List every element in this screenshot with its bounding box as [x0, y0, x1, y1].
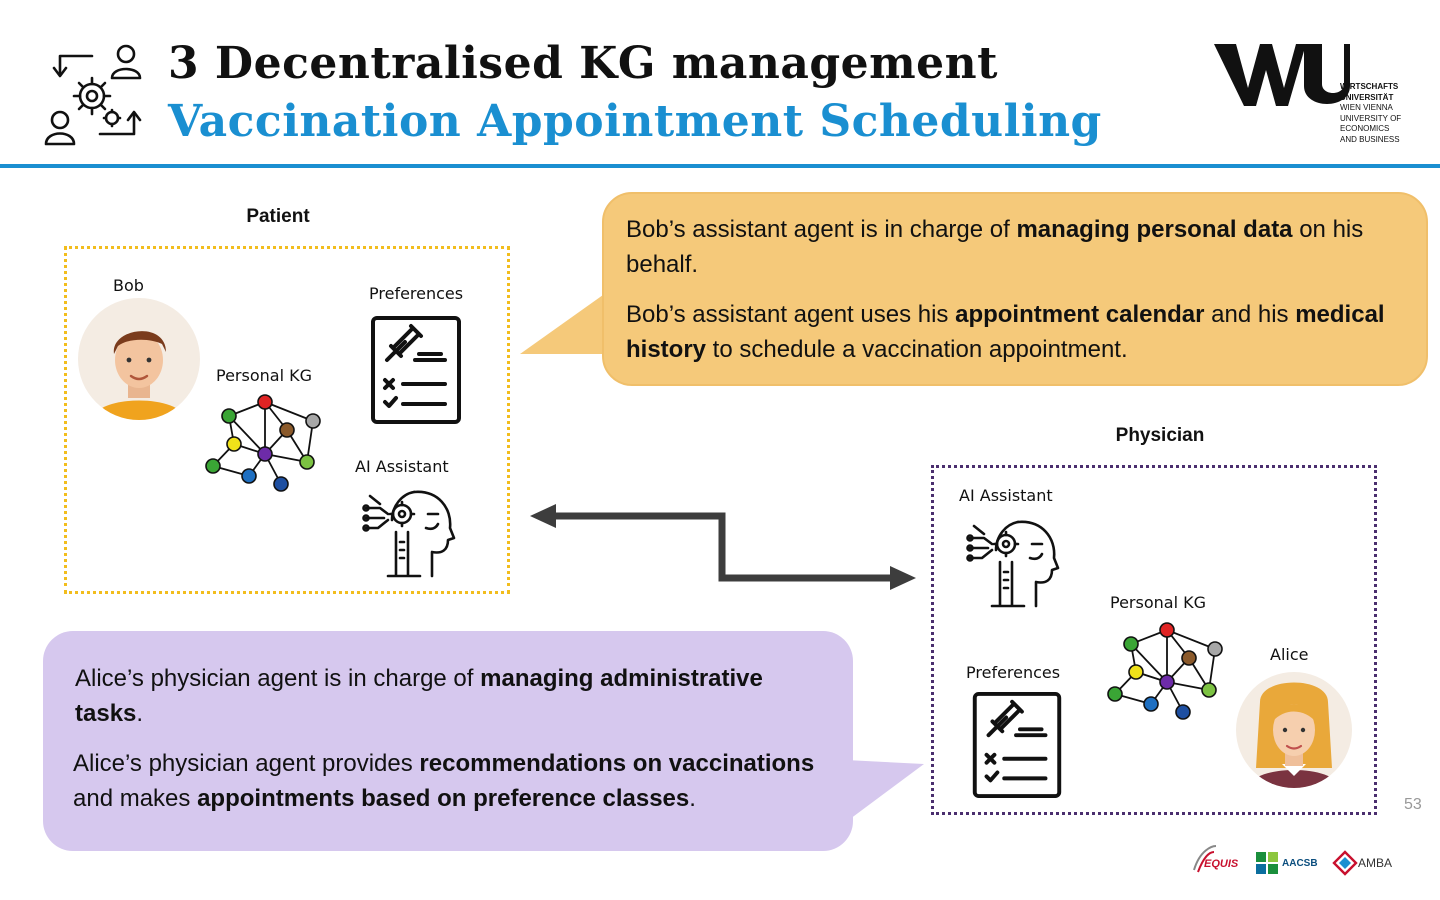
- patient-ai-assistant-label: AI Assistant: [355, 457, 449, 476]
- aacsb-logo-icon: [1256, 852, 1278, 874]
- physician-personal-kg-label: Personal KG: [1110, 593, 1206, 612]
- amba-logo-text: AMBA: [1358, 856, 1393, 870]
- bob-name-label: Bob: [113, 276, 144, 295]
- patient-preferences-icon: [371, 316, 461, 424]
- logo-line: ECONOMICS: [1340, 124, 1390, 133]
- logo-line: WIRTSCHAFTS: [1340, 82, 1399, 91]
- alice-name-label: Alice: [1270, 645, 1309, 664]
- patient-kg-icon: [205, 394, 321, 492]
- logo-line: UNIVERSITÄT: [1340, 92, 1394, 102]
- patient-preferences-label: Preferences: [369, 284, 464, 303]
- page-subtitle: Vaccination Appointment Scheduling: [168, 96, 1102, 147]
- logo-line: WIEN VIENNA: [1340, 103, 1393, 112]
- exchange-arrow: [530, 504, 916, 590]
- logo-line: AND BUSINESS: [1340, 134, 1400, 144]
- alice-agent-speech-bubble: Alice’s physician agent is in charge of …: [43, 631, 853, 851]
- physician-kg-icon: [1107, 622, 1223, 720]
- patient-personal-kg-label: Personal KG: [216, 366, 312, 385]
- aacsb-logo-text: AACSB: [1282, 858, 1318, 869]
- bob-avatar-icon: [78, 298, 200, 420]
- equis-logo-icon: [1193, 845, 1217, 873]
- physician-group-box: [931, 465, 1377, 815]
- bob-bubble-paragraph-1: Bob’s assistant agent is in charge of ma…: [626, 216, 1364, 278]
- alice-bubble-tail: [846, 760, 924, 822]
- wu-logo-icon: [1214, 44, 1350, 106]
- equis-logo-text: EQUIS: [1204, 858, 1239, 870]
- page-title: 3 Decentralised KG management: [168, 38, 998, 89]
- alice-bubble-paragraph-2: Alice’s physician agent provides recomme…: [73, 750, 815, 812]
- physician-ai-assistant-icon: [966, 520, 1060, 608]
- amba-logo-icon: [1332, 850, 1358, 876]
- alice-avatar-icon: [1236, 672, 1352, 788]
- page-number: 53: [1404, 796, 1422, 813]
- bob-bubble-tail: [520, 290, 610, 354]
- physician-preferences-label: Preferences: [966, 663, 1061, 682]
- wu-logo-text: WIRTSCHAFTS UNIVERSITÄT WIEN VIENNA UNIV…: [1340, 82, 1401, 145]
- accreditation-logos: EQUIS AACSB AMBA: [1188, 838, 1408, 884]
- physician-ai-assistant-label: AI Assistant: [959, 486, 1053, 505]
- bob-agent-speech-bubble: Bob’s assistant agent is in charge of ma…: [602, 192, 1428, 386]
- decentralised-management-icon: [44, 44, 142, 146]
- patient-group-label: Patient: [246, 206, 310, 227]
- header-divider: [0, 164, 1440, 168]
- logo-line: UNIVERSITY OF: [1340, 113, 1402, 123]
- patient-group-box: [64, 246, 510, 594]
- alice-bubble-paragraph-1: Alice’s physician agent is in charge of …: [75, 665, 763, 727]
- physician-preferences-icon: [972, 691, 1062, 799]
- patient-ai-assistant-icon: [362, 490, 456, 578]
- bob-bubble-paragraph-2: Bob’s assistant agent uses his appointme…: [626, 301, 1385, 363]
- physician-group-label: Physician: [1115, 425, 1205, 446]
